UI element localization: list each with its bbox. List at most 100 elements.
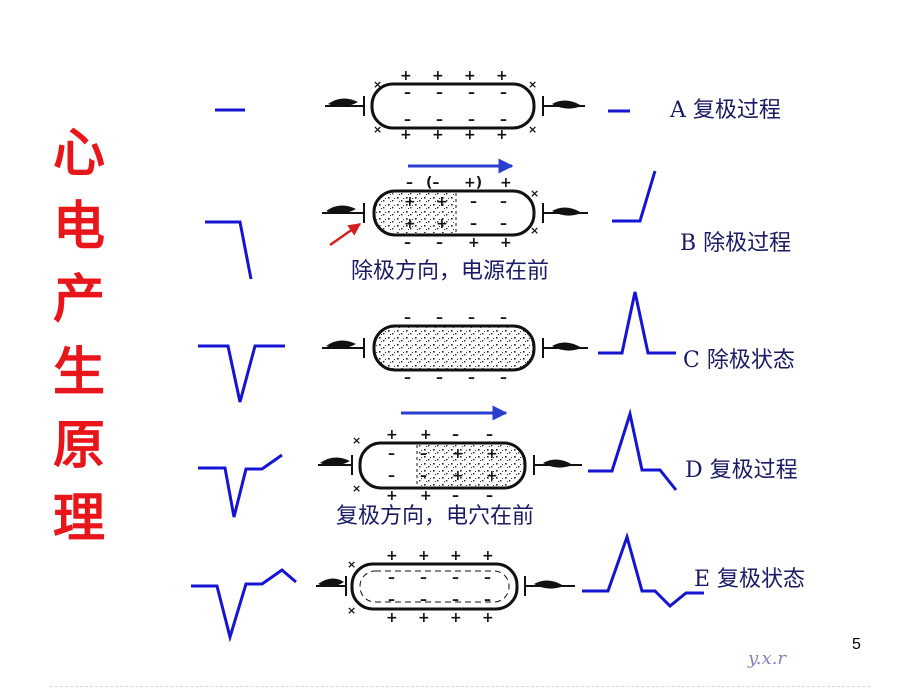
- svg-text:+: +: [386, 488, 398, 504]
- svg-text:+: +: [420, 488, 432, 504]
- vertical-title: 心 电 产 生 原 理: [44, 118, 114, 556]
- svg-text:+: +: [436, 216, 448, 232]
- svg-text:(–: (–: [426, 175, 439, 191]
- left-electrode-b: [322, 203, 365, 223]
- svg-text:–: –: [452, 427, 459, 443]
- svg-text:–: –: [452, 570, 459, 586]
- svg-text:+: +: [418, 610, 430, 626]
- title-char: 产: [52, 270, 105, 330]
- left-waveform-d: [198, 453, 283, 518]
- svg-text:+: +: [404, 216, 416, 232]
- svg-text:–: –: [452, 488, 459, 504]
- svg-text:–: –: [500, 370, 507, 386]
- svg-text:–: –: [404, 112, 411, 128]
- svg-text:–: –: [452, 592, 459, 608]
- svg-text:+: +: [450, 610, 462, 626]
- stage-label-a: A 复极过程: [670, 98, 781, 123]
- svg-text:–: –: [500, 310, 507, 326]
- right-electrode-d: [533, 455, 582, 475]
- svg-text:+: +: [500, 175, 512, 191]
- svg-text:–: –: [500, 216, 507, 232]
- stimulus-arrow-b: [329, 222, 362, 247]
- svg-text:–: –: [468, 370, 475, 386]
- stage-label-d: D 复极过程: [685, 458, 798, 483]
- svg-text:+: +: [486, 468, 498, 484]
- left-electrode-e: [316, 576, 347, 596]
- right-electrode-a: [542, 96, 585, 116]
- title-char: 理: [52, 489, 105, 549]
- svg-text:–: –: [388, 592, 395, 608]
- svg-text:–: –: [388, 468, 395, 484]
- cell-a: [370, 82, 536, 130]
- svg-text:+: +: [482, 610, 494, 626]
- svg-text:–: –: [468, 310, 475, 326]
- right-electrode-e: [524, 576, 575, 596]
- svg-text:–: –: [404, 310, 411, 326]
- svg-text:+: +: [432, 68, 444, 84]
- svg-text:–: –: [486, 427, 493, 443]
- svg-text:–: –: [436, 370, 443, 386]
- left-electrode-c: [322, 338, 365, 358]
- charges-e: ++++ ++++ –––– –––– ××: [347, 548, 494, 626]
- right-electrode-c: [542, 338, 588, 358]
- svg-text:+: +: [496, 68, 508, 84]
- right-waveform-e: [582, 532, 704, 609]
- svg-text:–: –: [436, 85, 443, 101]
- left-waveform-b: [205, 220, 253, 280]
- svg-text:–: –: [486, 488, 493, 504]
- svg-text:–: –: [436, 235, 443, 251]
- svg-text:+: +: [436, 194, 448, 210]
- signature: y.x.r: [748, 648, 786, 669]
- svg-text:+: +: [482, 548, 494, 564]
- title-char: 生: [52, 343, 105, 403]
- page-number: 5: [852, 636, 861, 653]
- svg-text:–: –: [420, 468, 427, 484]
- svg-text:–: –: [500, 112, 507, 128]
- cell-c: [372, 324, 536, 372]
- svg-text:×: ×: [530, 187, 539, 200]
- svg-text:–: –: [420, 570, 427, 586]
- right-waveform-d: [588, 408, 678, 491]
- svg-text:+: +: [386, 548, 398, 564]
- svg-text:–: –: [388, 446, 395, 462]
- svg-text:+: +: [418, 548, 430, 564]
- svg-text:–: –: [470, 216, 477, 232]
- row-b: –(–+)+ ––++ ++–– ++–– ×× 除极方向，电源在前: [205, 158, 657, 284]
- caption-b: 除极方向，电源在前: [351, 259, 549, 284]
- depolarized-region-b: [375, 193, 455, 233]
- svg-text:×: ×: [373, 123, 382, 136]
- svg-text:–: –: [500, 194, 507, 210]
- svg-text:+: +: [386, 427, 398, 443]
- svg-text:+): +): [464, 175, 482, 191]
- left-waveform-c: [198, 344, 285, 403]
- svg-text:+: +: [404, 194, 416, 210]
- svg-text:+: +: [450, 548, 462, 564]
- svg-text:×: ×: [528, 78, 537, 91]
- svg-text:–: –: [420, 592, 427, 608]
- left-electrode-a: [325, 96, 365, 116]
- svg-text:+: +: [464, 127, 476, 143]
- svg-text:–: –: [404, 85, 411, 101]
- row-c: –––– ––––: [198, 291, 676, 403]
- svg-text:–: –: [468, 85, 475, 101]
- cell-e: [350, 562, 519, 611]
- left-electrode-d: [318, 455, 353, 475]
- svg-text:–: –: [404, 370, 411, 386]
- svg-text:×: ×: [352, 434, 361, 447]
- svg-text:–: –: [404, 235, 411, 251]
- charges-c: –––– ––––: [404, 310, 507, 386]
- svg-text:+: +: [400, 68, 412, 84]
- svg-text:×: ×: [373, 78, 382, 91]
- svg-text:+: +: [452, 446, 464, 462]
- title-char: 心: [52, 124, 105, 184]
- row-e: ++++ ++++ –––– –––– ××: [191, 532, 704, 643]
- svg-text:–: –: [406, 175, 413, 191]
- row-a: ++++ ++++ –––– –––– ×× ××: [215, 68, 630, 143]
- svg-text:+: +: [464, 68, 476, 84]
- svg-text:–: –: [436, 112, 443, 128]
- svg-text:×: ×: [347, 558, 356, 571]
- svg-text:–: –: [484, 570, 491, 586]
- title-char: 电: [52, 197, 105, 257]
- svg-text:+: +: [400, 127, 412, 143]
